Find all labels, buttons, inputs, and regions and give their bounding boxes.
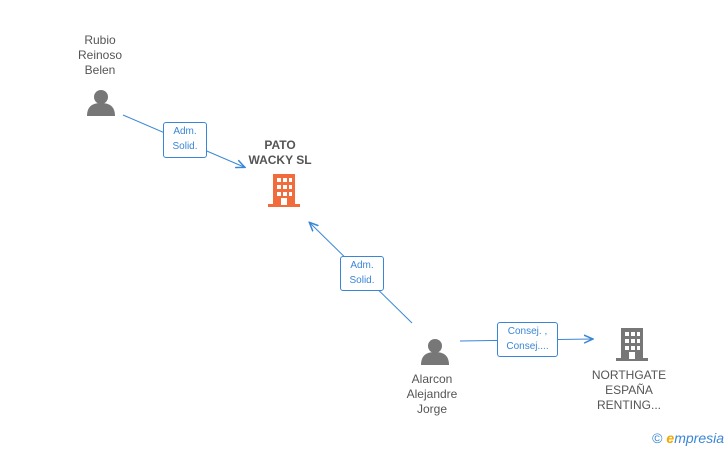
building-icon[interactable] (616, 328, 648, 361)
edge-label-alarcon-pato: Adm. Solid. (340, 256, 384, 291)
person-icon[interactable] (87, 90, 115, 116)
edge-label-line2: Consej.... (506, 341, 549, 352)
brand-e: e (666, 430, 675, 446)
edge-label-alarcon-northgate: Consej. , Consej.... (497, 322, 558, 357)
building-icon[interactable] (268, 174, 300, 207)
person-icon[interactable] (421, 339, 449, 365)
edge-label-line1: Consej. , (507, 326, 548, 337)
node-label-northgate[interactable]: NORTHGATE ESPAÑA RENTING... (591, 368, 667, 412)
brand-name: mpresia (674, 430, 724, 446)
node-label-alarcon[interactable]: Alarcon Alejandre Jorge (406, 372, 458, 416)
node-label-pato[interactable]: PATO WACKY SL (248, 138, 312, 167)
copyright-icon: © (652, 430, 663, 446)
edge-label-line1: Adm. (350, 260, 374, 271)
edge-label-line2: Solid. (172, 141, 198, 152)
edge-label-line2: Solid. (349, 275, 375, 286)
edge-label-rubio-pato: Adm. Solid. (163, 122, 207, 158)
node-label-rubio[interactable]: Rubio Reinoso Belen (77, 33, 123, 77)
edge-label-line1: Adm. (173, 126, 197, 137)
empresia-watermark: ©empresia (652, 430, 724, 446)
